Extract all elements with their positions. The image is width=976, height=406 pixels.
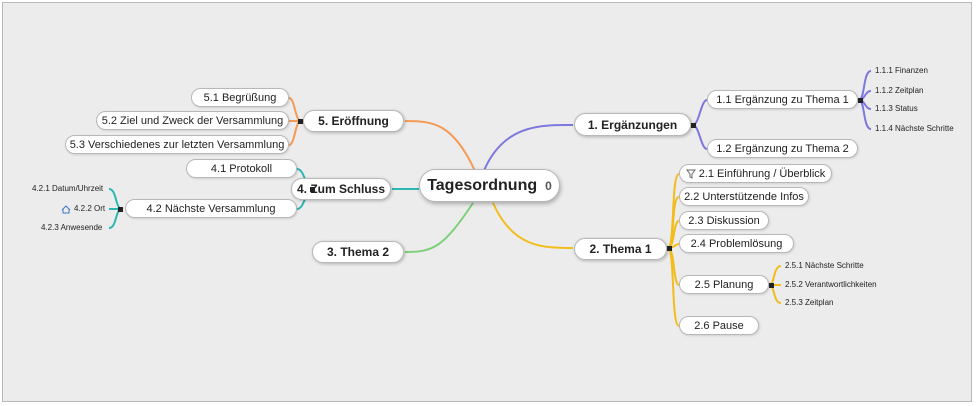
subtopic-1-2-label: 1.2 Ergänzung zu Thema 2 bbox=[716, 142, 849, 155]
central-topic[interactable]: Tagesordnung 0 bbox=[419, 169, 560, 202]
connector-t5-c1 bbox=[288, 97, 302, 122]
subtopic-5-2[interactable]: 5.2 Ziel und Zweck der Versammlung bbox=[96, 111, 289, 130]
collapse-toggle-t4c2[interactable] bbox=[118, 207, 123, 212]
subtopic-5-3-label: 5.3 Verschiedenes zur letzten Versammlun… bbox=[69, 138, 285, 151]
connector-t1-c2 bbox=[692, 124, 708, 150]
subtopic-4-1-label: 4.1 Protokoll bbox=[210, 162, 273, 175]
funnel-icon bbox=[685, 169, 696, 179]
subtopic-2-5-label: 2.5 Planung bbox=[694, 278, 754, 291]
subtopic-2-4-label: 2.4 Problemlösung bbox=[690, 237, 783, 250]
subtopic-2-6[interactable]: 2.6 Pause bbox=[679, 316, 759, 335]
collapse-toggle-t4[interactable] bbox=[310, 187, 315, 192]
subtopic-4-2-label: 4.2 Nächste Versammlung bbox=[146, 202, 276, 215]
leaf-2-5-1[interactable]: 2.5.1 Nächste Schritte bbox=[785, 261, 864, 270]
subtopic-2-6-label: 2.6 Pause bbox=[694, 319, 744, 332]
subtopic-2-1[interactable]: 2.1 Einführung / Überblick bbox=[679, 164, 832, 183]
connector-t5-c3 bbox=[288, 120, 302, 146]
connector-central-t2 bbox=[492, 202, 574, 249]
leaf-2-5-3[interactable]: 2.5.3 Zeitplan bbox=[785, 298, 834, 307]
topic-eroeffnung[interactable]: 5. Eröffnung bbox=[303, 110, 404, 132]
subtopic-1-1-label: 1.1 Ergänzung zu Thema 1 bbox=[716, 93, 849, 106]
leaf-1-1-2[interactable]: 1.1.2 Zeitplan bbox=[875, 86, 924, 95]
connector-t4c2-leaf-a bbox=[108, 188, 123, 210]
house-icon bbox=[61, 204, 71, 214]
subtopic-2-3[interactable]: 2.3 Diskussion bbox=[679, 211, 769, 230]
subtopic-5-1-label: 5.1 Begrüßung bbox=[203, 91, 277, 104]
topic-eroeffnung-label: 5. Eröffnung bbox=[318, 114, 389, 128]
topic-thema-1-label: 2. Thema 1 bbox=[589, 242, 652, 256]
topic-ergaenzungen[interactable]: 1. Ergänzungen bbox=[574, 113, 691, 136]
topic-thema-1[interactable]: 2. Thema 1 bbox=[574, 238, 667, 260]
leaf-4-2-1[interactable]: 4.2.1 Datum/Uhrzeit bbox=[32, 184, 104, 193]
subtopic-2-5[interactable]: 2.5 Planung bbox=[679, 275, 769, 294]
leaf-4-2-2[interactable]: 4.2.2 Ort bbox=[61, 204, 105, 214]
central-topic-label: Tagesordnung bbox=[427, 176, 538, 194]
subtopic-1-1[interactable]: 1.1 Ergänzung zu Thema 1 bbox=[707, 90, 858, 109]
collapse-toggle-t1c1[interactable] bbox=[858, 98, 863, 103]
subtopic-2-1-label: 2.1 Einführung / Überblick bbox=[698, 167, 826, 180]
subtopic-2-2[interactable]: 2.2 Unterstützende Infos bbox=[679, 187, 809, 206]
collapse-toggle-t2c5[interactable] bbox=[769, 283, 774, 288]
subtopic-4-1[interactable]: 4.1 Protokoll bbox=[186, 159, 297, 178]
subtopic-2-4[interactable]: 2.4 Problemlösung bbox=[679, 234, 794, 253]
topic-thema-2[interactable]: 3. Thema 2 bbox=[312, 241, 404, 263]
leaf-4-2-2-label: 4.2.2 Ort bbox=[74, 204, 106, 213]
subtopic-2-3-label: 2.3 Diskussion bbox=[688, 214, 760, 227]
collapse-toggle-t2[interactable] bbox=[667, 246, 672, 251]
subtopic-5-1[interactable]: 5.1 Begrüßung bbox=[191, 88, 289, 107]
subtopic-5-3[interactable]: 5.3 Verschiedenes zur letzten Versammlun… bbox=[65, 135, 289, 154]
collapse-toggle-t5[interactable] bbox=[298, 119, 303, 124]
connector-central-t1 bbox=[482, 123, 574, 174]
collapse-toggle-t1[interactable] bbox=[691, 123, 696, 128]
subtopic-5-2-label: 5.2 Ziel und Zweck der Versammlung bbox=[101, 114, 284, 127]
leaf-1-1-1[interactable]: 1.1.1 Finanzen bbox=[875, 66, 928, 75]
subtopic-2-2-label: 2.2 Unterstützende Infos bbox=[684, 190, 804, 203]
subtopic-4-2[interactable]: 4.2 Nächste Versammlung bbox=[125, 199, 297, 218]
mindmap-canvas: Tagesordnung 0 1. Ergänzungen 1.1 Ergänz… bbox=[2, 2, 972, 402]
subtopic-1-2[interactable]: 1.2 Ergänzung zu Thema 2 bbox=[707, 139, 858, 158]
topic-zum-schluss-label: 4. Zum Schluss bbox=[296, 182, 386, 196]
central-topic-badge: 0 bbox=[545, 178, 552, 193]
topic-ergaenzungen-label: 1. Ergänzungen bbox=[587, 117, 678, 132]
topic-thema-2-label: 3. Thema 2 bbox=[326, 245, 390, 259]
connector-central-t3 bbox=[404, 202, 474, 253]
connector-t1-c1 bbox=[692, 99, 708, 126]
leaf-1-1-4[interactable]: 1.1.4 Nächste Schritte bbox=[875, 124, 954, 133]
leaf-4-2-3[interactable]: 4.2.3 Anwesende bbox=[41, 223, 103, 232]
leaf-2-5-2[interactable]: 2.5.2 Verantwortlichkeiten bbox=[785, 280, 877, 289]
leaf-1-1-3[interactable]: 1.1.3 Status bbox=[875, 104, 918, 113]
connector-central-t5 bbox=[404, 120, 476, 172]
topic-zum-schluss-box[interactable]: 4. Zum Schluss bbox=[291, 178, 391, 200]
